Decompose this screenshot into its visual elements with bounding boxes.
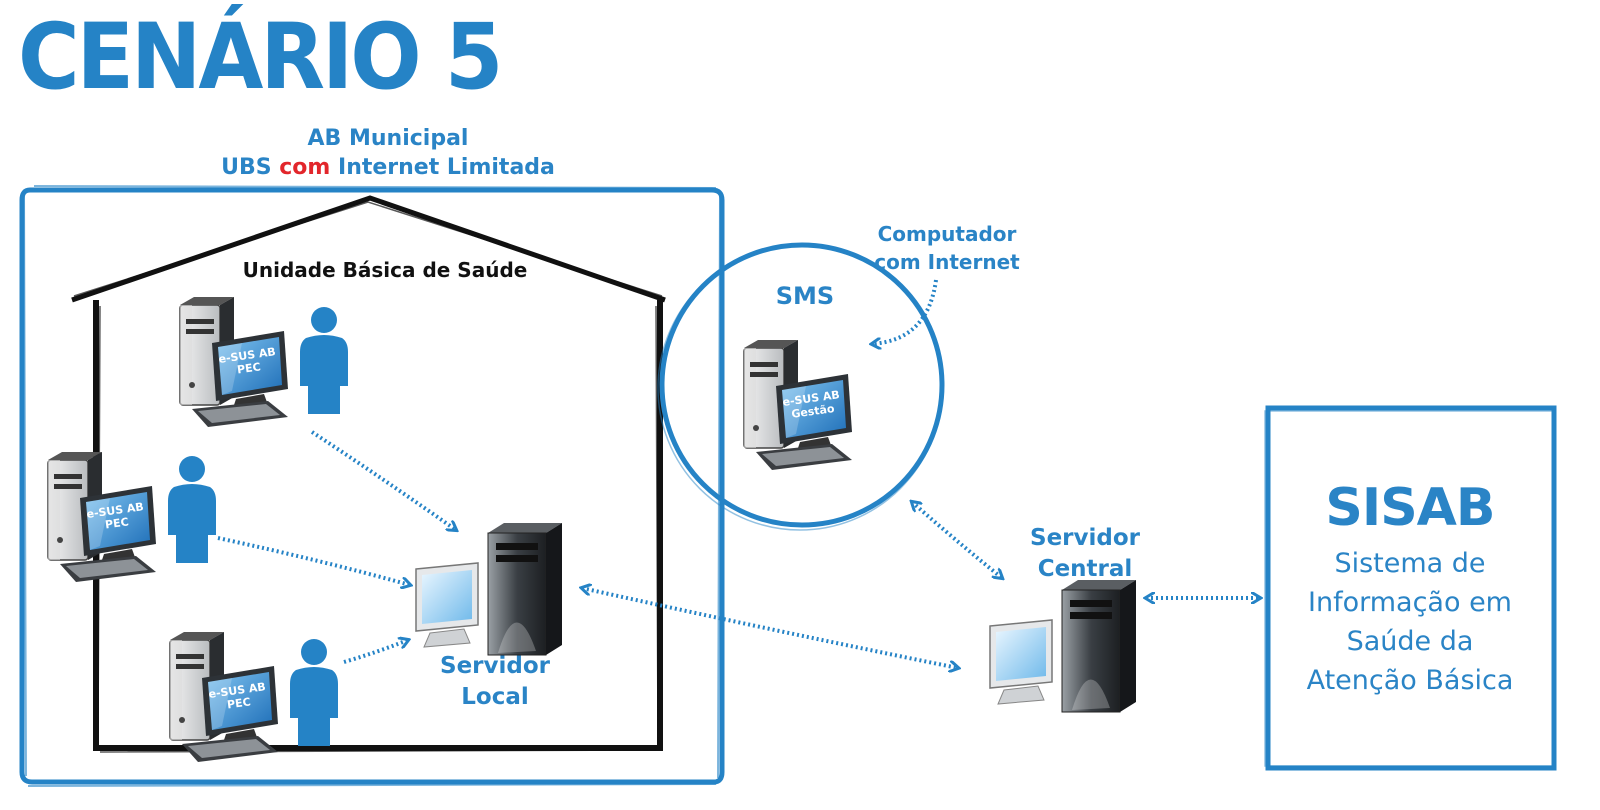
servidor-central-computer bbox=[989, 579, 1137, 713]
arrow-client1-to-local bbox=[310, 430, 456, 530]
ubs-label: Unidade Básica de Saúde bbox=[242, 258, 528, 282]
region-line-2c: Internet Limitada bbox=[330, 155, 555, 180]
arrow-internet-note bbox=[872, 279, 938, 344]
servidor-local-line-2: Local bbox=[461, 684, 529, 710]
servidor-local-label: Servidor Local bbox=[420, 651, 570, 713]
arrow-client3-to-local bbox=[343, 640, 408, 664]
sisab-sub-line-1: Sistema de bbox=[1334, 548, 1486, 579]
servidor-local-computer bbox=[415, 522, 563, 656]
computer-note: Computador com Internet bbox=[862, 220, 1032, 276]
servidor-local-line-1: Servidor bbox=[440, 653, 550, 679]
person-icon-2 bbox=[168, 456, 216, 563]
sisab-title: SISAB bbox=[1325, 478, 1495, 538]
sms-label: SMS bbox=[775, 282, 835, 310]
page-title: CENÁRIO 5 bbox=[18, 4, 503, 110]
region-title: AB Municipal UBS com Internet Limitada bbox=[218, 124, 558, 182]
house-outline bbox=[71, 195, 666, 303]
servidor-central-line-1: Servidor bbox=[1030, 525, 1140, 551]
sisab-box bbox=[1265, 405, 1557, 771]
computer-note-line-2: com Internet bbox=[874, 250, 1020, 274]
arrow-local-central bbox=[582, 588, 958, 668]
arrow-client2-to-local bbox=[217, 536, 410, 585]
region-line-1: AB Municipal bbox=[307, 126, 469, 151]
region-line-2: UBS com Internet Limitada bbox=[218, 153, 558, 182]
servidor-central-label: Servidor Central bbox=[1010, 523, 1160, 585]
sisab-subtitle: Sistema de Informação em Saúde da Atençã… bbox=[1274, 544, 1546, 700]
region-line-2a: UBS bbox=[221, 155, 280, 180]
person-icon-1 bbox=[300, 307, 348, 414]
sisab-sub-line-3: Saúde da bbox=[1346, 626, 1474, 657]
computer-note-line-1: Computador bbox=[877, 222, 1017, 246]
region-line-2-highlight: com bbox=[279, 155, 331, 180]
sisab-sub-line-4: Atenção Básica bbox=[1306, 665, 1514, 696]
person-icon-3 bbox=[290, 639, 338, 746]
sisab-sub-line-2: Informação em bbox=[1308, 587, 1512, 618]
servidor-central-line-2: Central bbox=[1037, 556, 1133, 582]
arrow-sms-central bbox=[912, 502, 1002, 578]
ubs-region-frame bbox=[19, 187, 725, 785]
